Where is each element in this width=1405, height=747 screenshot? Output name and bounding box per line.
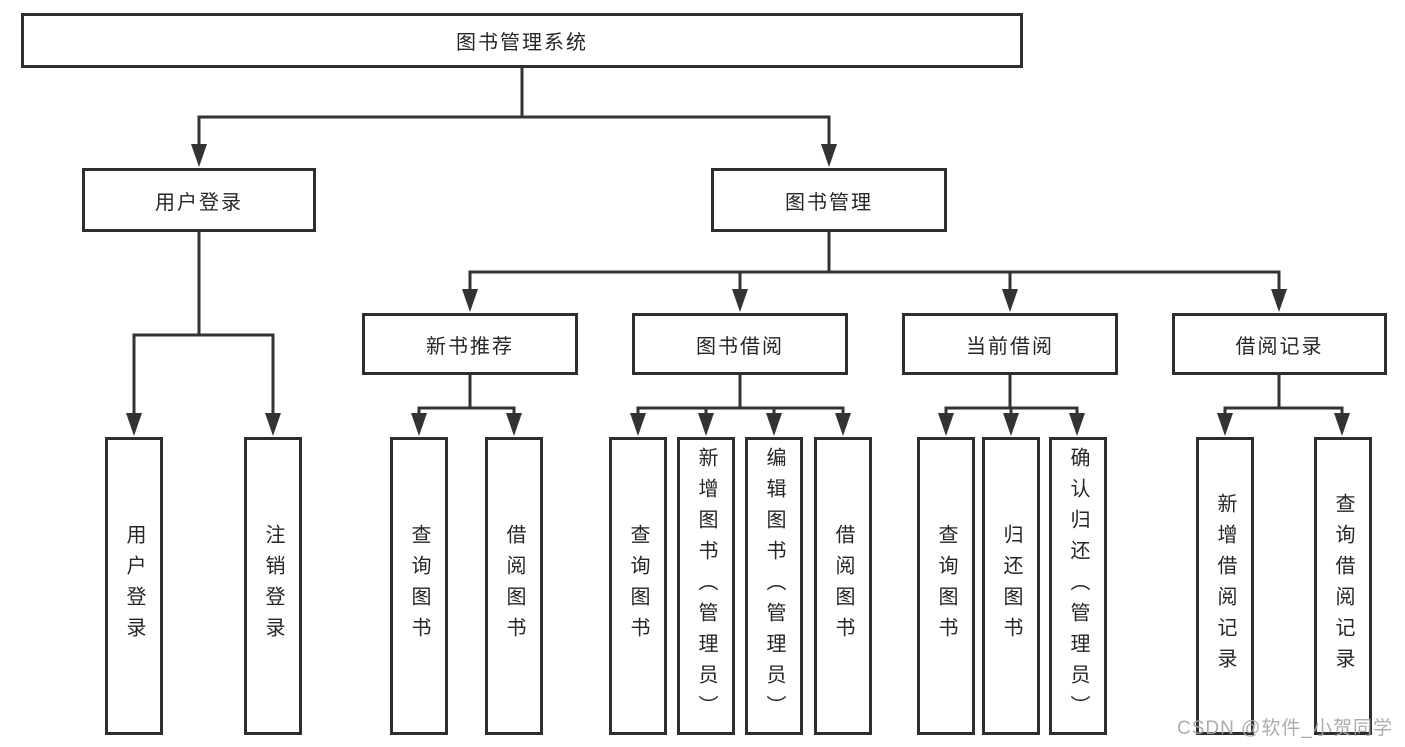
arrowhead <box>630 413 646 436</box>
arrowhead <box>732 289 748 312</box>
arrowhead <box>766 413 782 436</box>
arrowhead <box>938 413 954 436</box>
arrowhead <box>835 413 851 436</box>
arrowhead <box>1002 289 1018 312</box>
leaf-user-login: 用户登录 <box>105 437 163 735</box>
node-library-system: 图书管理系统 <box>21 13 1023 68</box>
node-book-borrowing: 图书借阅 <box>632 313 848 375</box>
arrowhead <box>411 413 427 436</box>
arrowhead <box>191 144 207 167</box>
node-current-borrowing: 当前借阅 <box>902 313 1118 375</box>
node-user-login: 用户登录 <box>82 168 316 232</box>
arrowhead <box>265 413 281 436</box>
leaf-borrow-books-recommend: 借阅图书 <box>485 437 543 735</box>
arrowhead <box>821 144 837 167</box>
leaf-add-borrow-record: 新增借阅记录 <box>1196 437 1254 735</box>
arrowhead <box>698 413 714 436</box>
leaf-edit-book-admin: 编辑图书（管理员） <box>745 437 803 735</box>
leaf-borrow-book: 借阅图书 <box>814 437 872 735</box>
leaf-logout: 注销登录 <box>244 437 302 735</box>
arrowhead <box>1334 413 1350 436</box>
arrowhead <box>126 413 142 436</box>
leaf-query-books-borrow: 查询图书 <box>609 437 667 735</box>
leaf-query-books-recommend: 查询图书 <box>390 437 448 735</box>
arrowhead <box>1003 413 1019 436</box>
leaf-return-book: 归还图书 <box>982 437 1040 735</box>
arrowhead <box>1271 289 1287 312</box>
arrowhead <box>462 289 478 312</box>
leaf-query-borrow-record: 查询借阅记录 <box>1314 437 1372 735</box>
connector-segments <box>132 68 1344 416</box>
node-borrowing-records: 借阅记录 <box>1172 313 1387 375</box>
leaf-query-books-current: 查询图书 <box>917 437 975 735</box>
watermark: CSDN @软件_小贺同学 <box>1177 718 1393 739</box>
arrowhead <box>506 413 522 436</box>
arrowhead <box>1217 413 1233 436</box>
node-book-management: 图书管理 <box>711 168 947 232</box>
leaf-confirm-return-admin: 确认归还（管理员） <box>1049 437 1107 735</box>
arrowhead <box>1069 413 1085 436</box>
node-new-book-recommendation: 新书推荐 <box>362 313 578 375</box>
arrowheads <box>126 144 1350 436</box>
leaf-add-book-admin: 新增图书（管理员） <box>677 437 735 735</box>
